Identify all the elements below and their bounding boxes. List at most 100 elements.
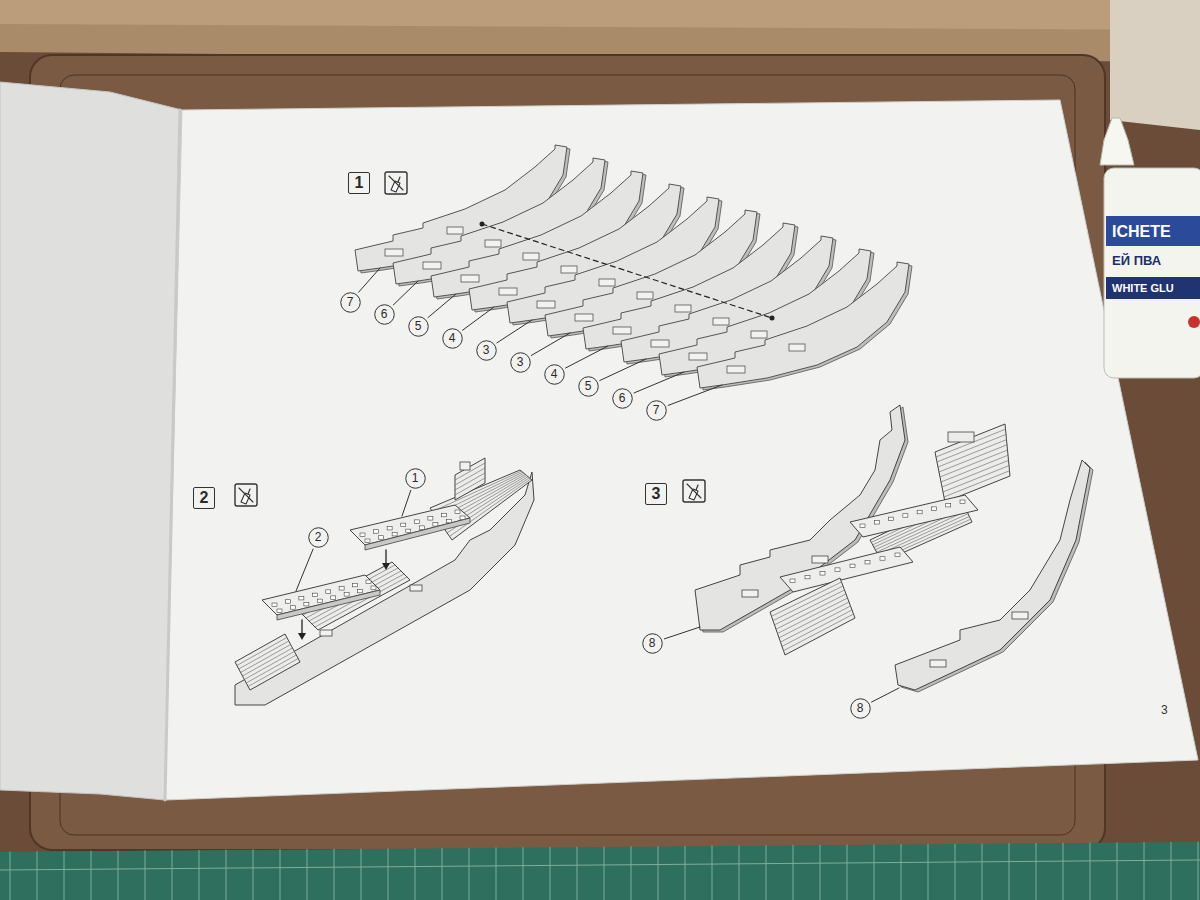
leader-line (393, 281, 418, 305)
callout-circle-shape (442, 328, 462, 348)
callout-circle: 5 (578, 376, 599, 397)
deck-hole (353, 583, 358, 587)
callout-circle: 3 (510, 352, 531, 373)
mat-grid (199, 850, 200, 900)
callout-circle-shape (476, 340, 496, 360)
callout-circle-shape (646, 400, 666, 420)
deck-hole (441, 513, 446, 517)
callout-circle-shape (642, 633, 662, 653)
mat-grid (604, 847, 605, 900)
frame-slot (713, 318, 729, 325)
leader-line (428, 294, 456, 318)
mat-grid (766, 846, 767, 900)
frame-slot (537, 301, 555, 308)
mat-grid (1117, 843, 1118, 900)
slab-edge (943, 466, 1009, 492)
callout-number: 7 (653, 404, 660, 416)
frame-slot (789, 344, 805, 351)
callout-circle: 3 (476, 340, 497, 361)
deck-hole (880, 557, 885, 561)
slab-edge (455, 478, 485, 495)
callout-number: 4 (449, 332, 456, 344)
panel-slot (930, 660, 946, 667)
panel-slot (812, 556, 828, 563)
leader-line (296, 549, 313, 591)
panel-slot (742, 590, 758, 597)
callout-circle: 5 (408, 316, 429, 337)
slab-edge (776, 594, 846, 629)
glue-slash-icon (389, 176, 403, 190)
callout-number: 6 (381, 308, 388, 320)
glue-bottle (1100, 118, 1200, 378)
deck-hole (272, 603, 277, 607)
deck-plate (780, 547, 913, 592)
side-panel (895, 460, 1090, 690)
mat-grid (658, 847, 659, 900)
bottle-label-dot (1188, 316, 1200, 328)
deck-hole (360, 533, 365, 537)
insert-arrowhead (382, 563, 390, 570)
mat-grid (793, 845, 794, 900)
bow-tower (935, 424, 1010, 502)
frame-slot (613, 327, 631, 334)
slab-edge (782, 610, 852, 646)
mat-grid (523, 848, 524, 900)
deck-hole (299, 596, 304, 600)
deck-hole (387, 526, 392, 530)
mat-grid (442, 848, 443, 900)
leader-line (668, 385, 722, 405)
glue-icon-frame (683, 480, 705, 502)
mat-grid (415, 849, 416, 900)
mat-grid (847, 845, 848, 900)
callout-circle-shape (374, 304, 394, 324)
deck-hole (835, 568, 840, 572)
mat-grid (253, 850, 254, 900)
mat-grid (361, 849, 362, 900)
step-1-illustration (355, 145, 912, 390)
mat-grid (1144, 843, 1145, 900)
glue-icon-frame (385, 172, 407, 194)
leader-line (872, 688, 899, 702)
deck-hole (790, 579, 795, 583)
right-page (165, 100, 1198, 800)
panel-slot (1012, 612, 1028, 619)
stern-block (770, 578, 855, 655)
callout-number: 3 (517, 356, 524, 368)
frame-slot (523, 253, 539, 260)
deck-hole (414, 520, 419, 524)
mat-grid (631, 847, 632, 900)
bow-tower (455, 458, 485, 500)
alignment-dot (480, 222, 485, 227)
hull-slot (320, 630, 332, 636)
mat-grid (64, 851, 65, 900)
frame-slot (675, 305, 691, 312)
deck-hole (428, 517, 433, 521)
slab-edge (784, 614, 854, 651)
callout-circle-shape (850, 698, 870, 718)
deck-hole (917, 510, 922, 514)
mat-grid (307, 849, 308, 900)
callout-circle-shape (308, 527, 328, 547)
callout-circle-shape (544, 364, 564, 384)
slab-edge (940, 450, 1008, 477)
step-3-illustration (683, 405, 1093, 692)
deck-hole (850, 564, 855, 568)
mat-grid (874, 845, 875, 900)
slab-edge (778, 598, 848, 634)
callout-circle-shape (612, 388, 632, 408)
insert-arrow (385, 550, 386, 564)
mat-grid (1009, 844, 1010, 900)
callout-circle-shape (340, 292, 360, 312)
product-text: WHITE GLU (1112, 283, 1174, 294)
glue-nozzle-icon (696, 485, 698, 490)
slab-edge (455, 463, 485, 480)
mat-grid (280, 850, 281, 900)
mat-grid (955, 844, 956, 900)
slab-edge (239, 641, 289, 669)
slab-edge (944, 471, 1010, 497)
leader-line (359, 268, 380, 292)
callout-circle: 6 (374, 304, 395, 325)
deck-hole (358, 589, 363, 593)
leader-line (664, 627, 700, 639)
